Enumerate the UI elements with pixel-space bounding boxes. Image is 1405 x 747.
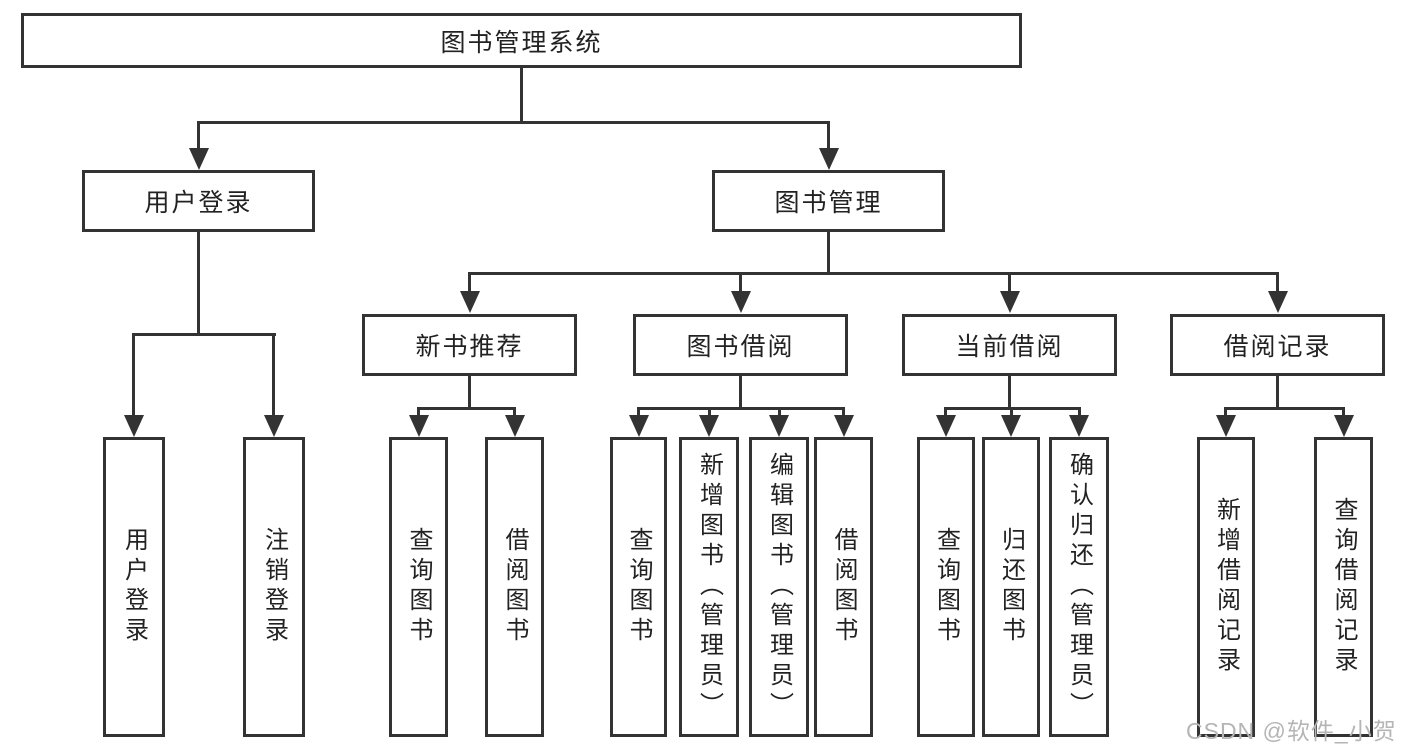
- node-user-login: 用户登录: [82, 170, 315, 232]
- arrowhead-new-book-recommend: [460, 291, 480, 313]
- arrowhead-leaf-return: [1001, 415, 1021, 437]
- arrowhead-leaf-user-login: [124, 415, 144, 437]
- arrowhead-leaf-edit-book: [769, 415, 789, 437]
- connector-level1-hline: [197, 121, 830, 124]
- leaf-logout: 注销登录: [243, 437, 305, 737]
- connector-book-mgmt-stem: [827, 232, 830, 272]
- connector-to-leaf-confirm-return: [1078, 407, 1081, 419]
- connector-to-leaf-borrow-2: [842, 407, 845, 419]
- arrowhead-leaf-add-book: [699, 415, 719, 437]
- leaf-add-borrow-record: 新增借阅记录: [1197, 437, 1255, 737]
- connector-to-current-borrow: [1008, 272, 1011, 295]
- arrowhead-leaf-add-record: [1216, 415, 1236, 437]
- arrowhead-book-borrow: [731, 291, 751, 313]
- connector-book-borrow-hline: [637, 407, 845, 410]
- arrowhead-leaf-query-2: [629, 415, 649, 437]
- arrowhead-leaf-query-record: [1334, 415, 1354, 437]
- arrowhead-leaf-confirm-return: [1069, 415, 1089, 437]
- node-root: 图书管理系统: [21, 13, 1022, 68]
- connector-to-leaf-logout: [272, 333, 275, 418]
- connector-to-leaf-query-record: [1342, 407, 1345, 419]
- leaf-edit-book-admin: 编辑图书（管理员）: [749, 437, 809, 737]
- connector-to-book-management: [827, 121, 830, 151]
- connector-to-leaf-query-1: [417, 407, 420, 419]
- connector-to-leaf-add-book: [708, 407, 711, 419]
- connector-to-leaf-query-3: [944, 407, 947, 419]
- connector-to-leaf-add-record: [1224, 407, 1227, 419]
- node-book-borrow: 图书借阅: [633, 314, 848, 376]
- connector-level2-hline: [468, 272, 1279, 275]
- connector-borrow-records-hline: [1224, 407, 1345, 410]
- node-new-book-recommend: 新书推荐: [362, 314, 577, 376]
- leaf-return-book: 归还图书: [982, 437, 1040, 737]
- connector-borrow-records-stem: [1276, 376, 1279, 407]
- leaf-confirm-return-admin: 确认归还（管理员）: [1049, 437, 1109, 737]
- leaf-add-book-admin: 新增图书（管理员）: [679, 437, 739, 737]
- connector-to-borrow-records: [1276, 272, 1279, 295]
- arrowhead-leaf-query-1: [409, 415, 429, 437]
- arrowhead-leaf-query-3: [936, 415, 956, 437]
- arrowhead-current-borrow: [1000, 291, 1020, 313]
- connector-to-leaf-return: [1010, 407, 1013, 419]
- connector-root-stem: [520, 68, 523, 121]
- leaf-borrow-books-1: 借阅图书: [485, 437, 544, 737]
- leaf-user-login: 用户登录: [103, 437, 165, 737]
- arrowhead-leaf-borrow-2: [834, 415, 854, 437]
- connector-to-leaf-query-2: [637, 407, 640, 419]
- leaf-query-borrow-record: 查询借阅记录: [1314, 437, 1373, 737]
- connector-current-borrow-stem: [1008, 376, 1011, 407]
- node-current-borrow: 当前借阅: [902, 314, 1117, 376]
- arrowhead-leaf-borrow-1: [505, 415, 525, 437]
- connector-new-book-stem: [468, 376, 471, 407]
- leaf-query-books-1: 查询图书: [389, 437, 448, 737]
- connector-user-login-stem: [197, 232, 200, 333]
- leaf-query-books-3: 查询图书: [917, 437, 975, 737]
- leaf-borrow-books-2: 借阅图书: [814, 437, 873, 737]
- connector-to-leaf-edit-book: [778, 407, 781, 419]
- csdn-watermark: CSDN @软件_小贺同学: [1186, 718, 1397, 744]
- arrowhead-user-login: [189, 148, 209, 170]
- connector-to-user-login: [197, 121, 200, 151]
- arrowhead-book-management: [819, 148, 839, 170]
- leaf-query-books-2: 查询图书: [610, 437, 667, 737]
- arrowhead-borrow-records: [1268, 291, 1288, 313]
- connector-user-login-hline: [133, 333, 276, 336]
- connector-new-book-hline: [417, 407, 516, 410]
- arrowhead-leaf-logout: [264, 415, 284, 437]
- connector-to-leaf-borrow-1: [513, 407, 516, 419]
- connector-to-new-book-recommend: [468, 272, 471, 295]
- connector-to-book-borrow: [739, 272, 742, 295]
- connector-book-borrow-stem: [739, 376, 742, 407]
- node-borrow-records: 借阅记录: [1170, 314, 1385, 376]
- connector-to-leaf-user-login: [132, 333, 135, 418]
- node-book-management: 图书管理: [712, 170, 945, 232]
